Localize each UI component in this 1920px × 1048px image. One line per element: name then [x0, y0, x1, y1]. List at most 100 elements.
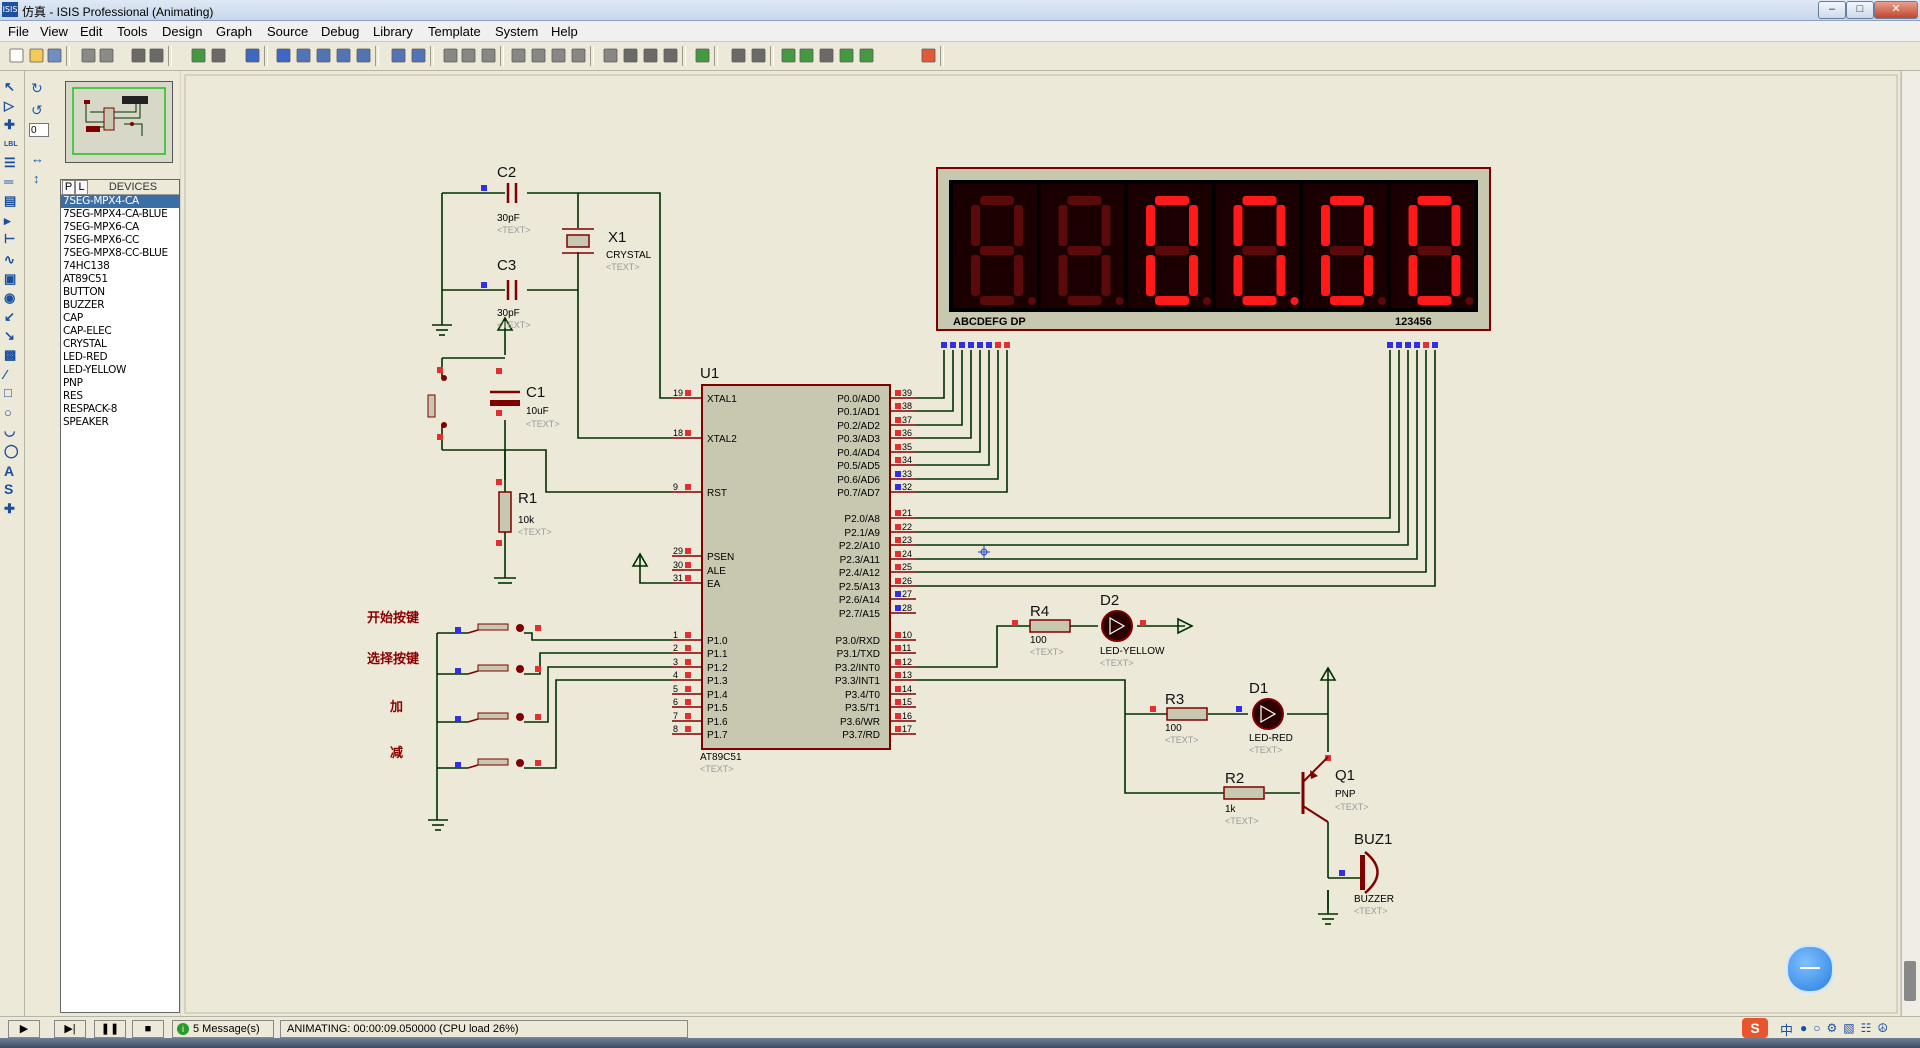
push-button[interactable] [477, 664, 509, 672]
r3-resistor[interactable] [1166, 707, 1208, 721]
new-icon[interactable] [8, 47, 25, 64]
x1-crystal[interactable] [566, 234, 590, 248]
voltage-probe-icon[interactable]: ↙ [4, 309, 15, 324]
save-icon[interactable] [46, 47, 63, 64]
device-list-item[interactable]: 7SEG-MPX4-CA [61, 195, 179, 208]
open-icon[interactable] [28, 47, 45, 64]
export-icon[interactable] [98, 47, 115, 64]
reset-button[interactable] [427, 394, 436, 418]
current-probe-icon[interactable]: ↘ [4, 328, 15, 343]
device-list-item[interactable]: BUTTON [63, 286, 105, 298]
subcircuit-icon[interactable]: ▤ [4, 193, 17, 208]
r4-resistor[interactable] [1029, 619, 1071, 633]
device-list-item[interactable]: 74HC138 [63, 260, 110, 272]
d2-led[interactable] [1101, 610, 1133, 642]
rotate-ccw-icon[interactable]: ↺ [31, 102, 43, 118]
arc-icon[interactable]: ◡ [4, 423, 16, 438]
text-script-icon[interactable]: ☰ [4, 155, 16, 170]
menu-library[interactable]: Library [373, 24, 413, 39]
menu-design[interactable]: Design [162, 24, 203, 39]
selection-mode-icon[interactable]: ↖ [4, 79, 15, 94]
close-button[interactable]: ✕ [1874, 1, 1918, 19]
pause-button[interactable]: ❚❚ [94, 1020, 126, 1038]
line-icon[interactable]: ∕ [4, 367, 7, 382]
pick-icon[interactable] [602, 47, 619, 64]
device-list-item[interactable]: RES [63, 390, 83, 402]
refresh-icon[interactable] [190, 47, 207, 64]
rotate-cw-icon[interactable]: ↻ [31, 80, 43, 96]
import-icon[interactable] [80, 47, 97, 64]
maximize-button[interactable]: □ [1846, 1, 1874, 19]
print-icon[interactable] [130, 47, 147, 64]
pan-icon[interactable] [275, 47, 292, 64]
r1-resistor[interactable] [498, 491, 512, 533]
paste-icon[interactable] [480, 47, 497, 64]
terminal-icon[interactable]: ▸ [4, 213, 11, 228]
zoom-all-icon[interactable] [335, 47, 352, 64]
step-button[interactable]: ▶| [54, 1020, 86, 1038]
device-list-item[interactable]: 7SEG-MPX8-CC-BLUE [63, 247, 168, 259]
floating-assistant-button[interactable] [1786, 945, 1834, 993]
stop-button[interactable]: ■ [132, 1020, 164, 1038]
menu-system[interactable]: System [495, 24, 539, 39]
tape-recorder-icon[interactable]: ▣ [4, 271, 17, 286]
search-icon[interactable] [730, 47, 747, 64]
property-assign-icon[interactable] [750, 47, 767, 64]
device-list-item[interactable]: 7SEG-MPX4-CA-BLUE [63, 208, 168, 220]
junction-icon[interactable]: ✚ [4, 117, 15, 132]
grid-icon[interactable] [210, 47, 227, 64]
undo-icon[interactable] [390, 47, 407, 64]
menu-tools[interactable]: Tools [117, 24, 148, 39]
r2-resistor[interactable] [1223, 786, 1265, 800]
buz1-body[interactable] [1360, 855, 1365, 890]
device-list-item[interactable]: RESPACK-8 [63, 403, 118, 415]
library-tab[interactable]: L [75, 180, 88, 195]
print-area-icon[interactable] [148, 47, 165, 64]
device-list-item[interactable]: 7SEG-MPX6-CC [63, 234, 140, 246]
bus-icon[interactable]: ═ [4, 174, 14, 189]
block-delete-icon[interactable] [570, 47, 587, 64]
device-list-item[interactable]: PNP [63, 377, 83, 389]
virtual-instrument-icon[interactable]: ▩ [4, 347, 17, 362]
new-sheet-icon[interactable] [780, 47, 797, 64]
ime-indicator[interactable]: S [1742, 1018, 1768, 1038]
device-list-item[interactable]: SPEAKER [63, 416, 109, 428]
remove-sheet-icon[interactable] [798, 47, 815, 64]
cut-icon[interactable] [442, 47, 459, 64]
zoom-area-icon[interactable] [355, 47, 372, 64]
menu-help[interactable]: Help [551, 24, 578, 39]
packaging-icon[interactable] [642, 47, 659, 64]
push-button[interactable] [477, 758, 509, 766]
d1-led[interactable] [1252, 698, 1284, 730]
device-list-item[interactable]: AT89C51 [63, 273, 108, 285]
decompose-icon[interactable] [662, 47, 679, 64]
vertical-scrollbar[interactable] [1901, 71, 1920, 1016]
path-icon[interactable]: ◯ [4, 443, 19, 458]
wire-label-icon[interactable]: LBL [4, 141, 18, 148]
redo-icon[interactable] [410, 47, 427, 64]
box-icon[interactable]: □ [4, 385, 12, 400]
erc-icon[interactable] [858, 47, 875, 64]
ares-icon[interactable] [920, 47, 937, 64]
netlist-icon[interactable] [818, 47, 835, 64]
ime-language[interactable]: 中 [1780, 1023, 1794, 1038]
generator-icon[interactable]: ◉ [4, 290, 16, 305]
marker-icon[interactable]: ✚ [4, 501, 15, 516]
device-list-item[interactable]: BUZZER [63, 299, 105, 311]
mirror-x-icon[interactable]: ↔ [31, 151, 44, 166]
text-icon[interactable]: A [4, 463, 15, 479]
menu-source[interactable]: Source [267, 24, 309, 39]
wire-autorouter-icon[interactable] [694, 47, 711, 64]
device-list-item[interactable]: 7SEG-MPX6-CA [63, 221, 139, 233]
block-copy-icon[interactable] [510, 47, 527, 64]
u1-at89c51[interactable] [701, 384, 891, 750]
overview-window[interactable] [65, 81, 173, 163]
symbol-icon[interactable]: S [4, 481, 14, 497]
menu-template[interactable]: Template [428, 24, 481, 39]
device-list-item[interactable]: LED-YELLOW [63, 364, 127, 376]
menu-edit[interactable]: Edit [80, 24, 103, 39]
scroll-thumb[interactable] [1904, 961, 1916, 1001]
device-list-item[interactable]: LED-RED [63, 351, 108, 363]
device-list-item[interactable]: CAP-ELEC [63, 325, 112, 337]
